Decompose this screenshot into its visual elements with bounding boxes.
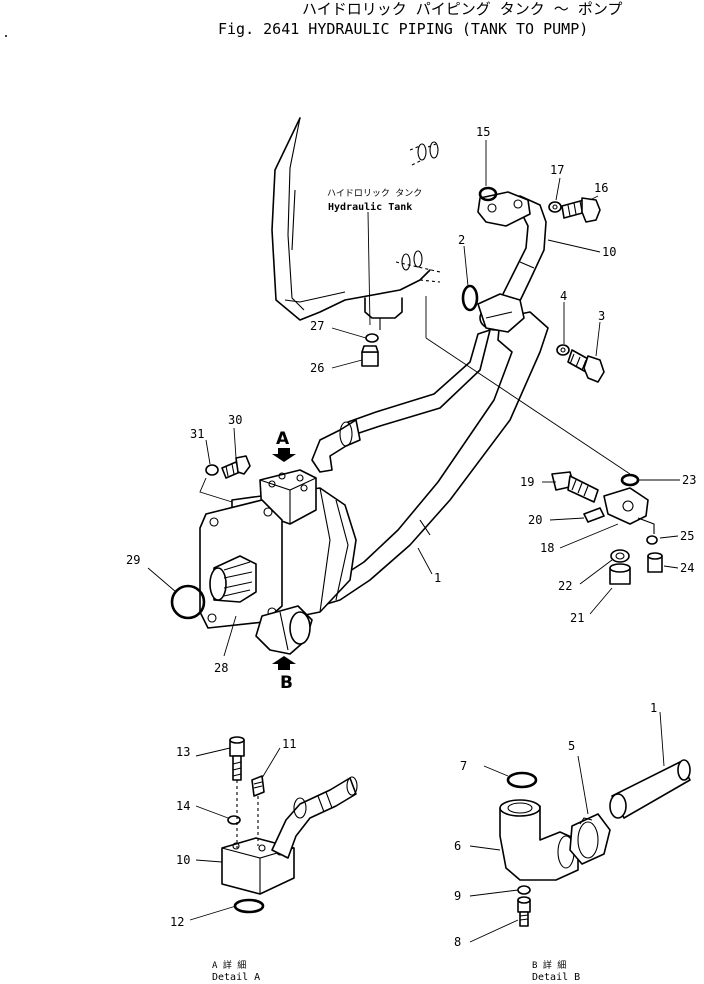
callout-4: 4 [560, 289, 567, 303]
elbow-coupling [477, 293, 525, 333]
tank-leader-line [367, 211, 371, 326]
view-arrow-b [272, 656, 296, 670]
callout-22: 22 [558, 579, 572, 593]
callout-14: 14 [176, 799, 190, 813]
adapter-18 [603, 487, 655, 534]
washer-4 [556, 344, 570, 356]
callout-1: 1 [434, 571, 441, 585]
callout-26: 26 [310, 361, 324, 375]
detail-a-caption-japanese: A 詳 細 [212, 959, 246, 971]
plug-21 [609, 563, 631, 585]
callout-2: 2 [458, 233, 465, 247]
view-label-b: B [280, 673, 293, 693]
o-ring-15 [478, 186, 498, 202]
tank-label-japanese: ハイドロリック タンク [327, 188, 422, 199]
detail-a-caption: Detail A [212, 972, 260, 983]
bolt-24 [647, 552, 663, 573]
tank-label: Hydraulic Tank [328, 201, 412, 213]
detail-a [189, 736, 358, 921]
suction-hose [311, 329, 491, 473]
callout-21: 21 [570, 611, 584, 625]
callout-8: 8 [454, 935, 461, 949]
detail-b-callouts: 7 5 1 6 9 8 [454, 701, 657, 949]
main-leader-lines [147, 140, 680, 657]
figure-title: Fig. 2641 HYDRAULIC PIPING (TANK TO PUMP… [218, 20, 588, 38]
pin-20 [583, 507, 605, 523]
callout-17: 17 [550, 163, 564, 177]
callout-5: 5 [568, 739, 575, 753]
callout-31: 31 [190, 427, 204, 441]
callout-25: 25 [680, 529, 694, 543]
callout-24: 24 [680, 561, 694, 575]
callout-3: 3 [598, 309, 605, 323]
corner-dot [5, 35, 7, 37]
o-ring-29 [170, 584, 206, 620]
bolt-3 [567, 349, 605, 383]
callout-15: 15 [476, 125, 490, 139]
hydraulic-tank [271, 117, 441, 330]
callout-1: 1 [650, 701, 657, 715]
callout-20: 20 [528, 513, 542, 527]
callout-30: 30 [228, 413, 242, 427]
detail-b [469, 711, 691, 943]
callout-29: 29 [126, 553, 140, 567]
washer-17 [548, 201, 562, 213]
washer-27 [365, 333, 379, 343]
detail-b-caption-japanese: B 詳 細 [532, 959, 566, 971]
callout-10: 10 [602, 245, 616, 259]
washer-25 [646, 535, 658, 545]
view-arrow-a [272, 448, 296, 462]
callout-28: 28 [214, 661, 228, 675]
hydraulic-pump [199, 469, 357, 629]
fitting-19 [551, 471, 599, 503]
bolt-30 [221, 455, 251, 479]
washer-22 [610, 549, 630, 563]
callout-6: 6 [454, 839, 461, 853]
washer-31 [205, 464, 219, 476]
title-japanese: ハイドロリック パイピング タンク 〜 ポンプ [302, 0, 622, 18]
callout-19: 19 [520, 475, 534, 489]
callout-18: 18 [540, 541, 554, 555]
callout-12: 12 [170, 915, 184, 929]
detail-b-caption: Detail B [532, 972, 580, 983]
detail-a-callouts: 13 11 14 10 12 [170, 737, 296, 929]
main-callouts: 15 17 16 10 2 4 3 27 26 23 19 20 18 25 2… [126, 125, 696, 675]
callout-10: 10 [176, 853, 190, 867]
callout-27: 27 [310, 319, 324, 333]
callout-16: 16 [594, 181, 608, 195]
o-ring-23 [620, 473, 640, 487]
callout-23: 23 [682, 473, 696, 487]
callout-9: 9 [454, 889, 461, 903]
bolt-16 [561, 197, 601, 223]
view-label-a: A [276, 429, 290, 449]
callout-13: 13 [176, 745, 190, 759]
flange-10 [477, 191, 531, 227]
o-ring-2 [461, 284, 479, 312]
callout-11: 11 [282, 737, 296, 751]
callout-7: 7 [460, 759, 467, 773]
plug-26 [361, 345, 379, 367]
elbow-b [255, 605, 313, 655]
